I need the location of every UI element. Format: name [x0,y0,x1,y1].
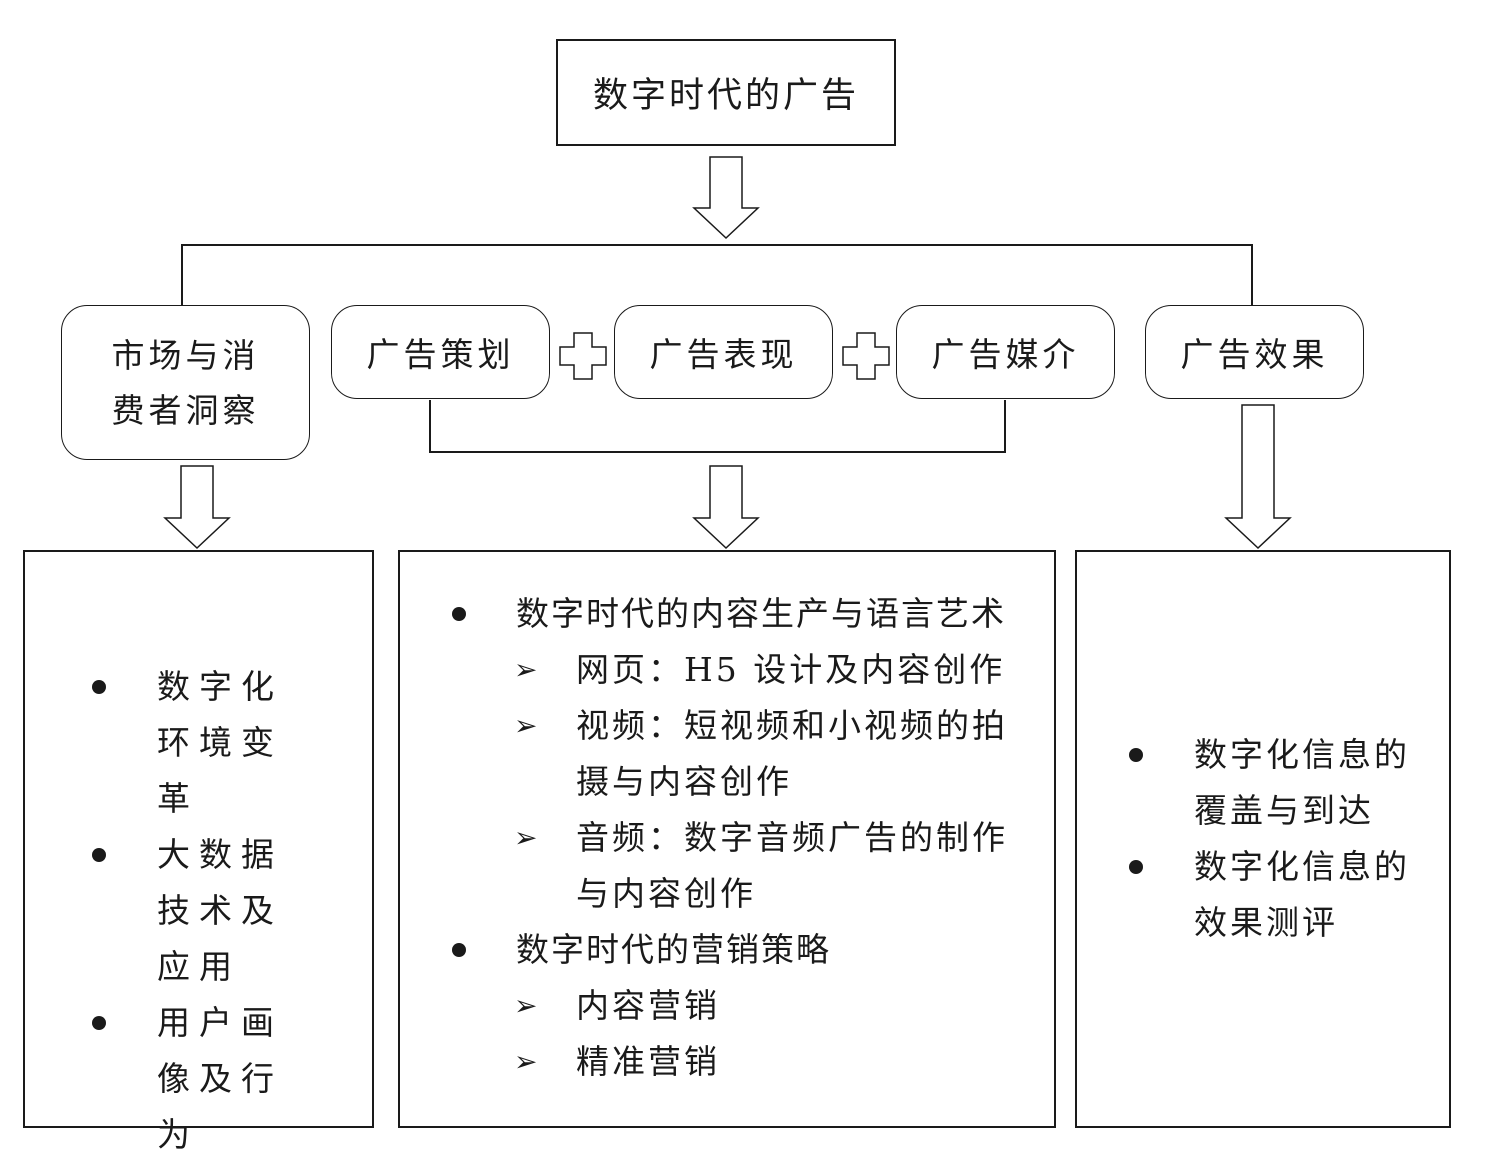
list-item-text: 数字化环境变革 [157,667,283,818]
sub-item-text: 视频：短视频和小视频的拍摄与内容创作 [576,706,1008,801]
plus-icon [559,332,607,380]
section-heading: 数字时代的内容生产与语言艺术 [516,594,1006,633]
hollow-down-arrow-icon [1224,404,1292,550]
sub-list-item: ➢ 网页：H5 设计及内容创作 [452,642,1032,698]
list-item-text: 数字化信息的覆盖与到达 [1194,735,1410,830]
list-item-text: 大数据技术及应用 [157,835,283,986]
hollow-down-arrow-icon [163,465,231,550]
list-item: 用户画像及行为 [92,995,312,1163]
bullet-dot-icon [92,659,108,715]
bullet-dot-icon [1129,839,1145,895]
hollow-down-arrow-icon [692,156,760,240]
arrowhead-icon: ➢ [514,989,541,1022]
category-planning: 广告策划 [331,305,550,399]
list-item: 数字化环境变革 [92,659,312,827]
sub-item-text: 内容营销 [576,986,720,1025]
arrowhead-icon: ➢ [514,653,541,686]
sub-item-text: 音频：数字音频广告的制作与内容创作 [576,818,1008,913]
list-item: 数字化信息的覆盖与到达 [1129,727,1419,839]
sub-item-text: 精准营销 [576,1042,720,1081]
arrowhead-icon: ➢ [514,709,541,742]
arrowhead-icon: ➢ [514,821,541,854]
section-heading: 数字时代的营销策略 [516,930,831,969]
bullet-dot-icon [92,995,108,1051]
arrowhead-icon: ➢ [514,1045,541,1078]
bullet-dot-icon [452,586,468,642]
bullet-dot-icon [1129,727,1145,783]
sub-list-item: ➢ 音频：数字音频广告的制作与内容创作 [452,810,1032,922]
hollow-down-arrow-icon [692,465,760,550]
root-label: 数字时代的广告 [592,76,859,116]
sub-list-item: ➢ 精准营销 [452,1034,1032,1090]
bracket-connector [429,400,1006,453]
right-panel-list: 数字化信息的覆盖与到达 数字化信息的效果测评 [1129,727,1419,951]
category-market-label: 市场与消费者洞察 [111,335,260,430]
list-item-text: 数字化信息的效果测评 [1194,847,1410,942]
middle-panel-list: 数字时代的内容生产与语言艺术 ➢ 网页：H5 设计及内容创作 ➢ 视频：短视频和… [452,586,1032,1090]
bullet-dot-icon [452,922,468,978]
category-market: 市场与消费者洞察 [61,305,310,460]
list-item: 数字时代的营销策略 [452,922,1032,978]
category-effect: 广告效果 [1145,305,1364,399]
category-media-label: 广告媒介 [931,335,1080,374]
category-expression: 广告表现 [614,305,833,399]
sub-item-text: 网页：H5 设计及内容创作 [576,650,1006,689]
left-panel-list: 数字化环境变革 大数据技术及应用 用户画像及行为 [92,659,312,1163]
right-panel: 数字化信息的覆盖与到达 数字化信息的效果测评 [1075,550,1451,1128]
category-expression-label: 广告表现 [649,335,798,374]
bullet-dot-icon [92,827,108,883]
branch-connector [181,244,1253,306]
sub-list-item: ➢ 视频：短视频和小视频的拍摄与内容创作 [452,698,1032,810]
category-media: 广告媒介 [896,305,1115,399]
list-item-text: 用户画像及行为 [157,1003,283,1154]
middle-panel: 数字时代的内容生产与语言艺术 ➢ 网页：H5 设计及内容创作 ➢ 视频：短视频和… [398,550,1056,1128]
root-node: 数字时代的广告 [556,39,896,146]
category-planning-label: 广告策划 [366,335,515,374]
list-item: 数字化信息的效果测评 [1129,839,1419,951]
sub-list-item: ➢ 内容营销 [452,978,1032,1034]
category-effect-label: 广告效果 [1180,335,1329,374]
list-item: 数字时代的内容生产与语言艺术 [452,586,1032,642]
list-item: 大数据技术及应用 [92,827,312,995]
plus-icon [842,332,890,380]
left-panel: 数字化环境变革 大数据技术及应用 用户画像及行为 [23,550,374,1154]
